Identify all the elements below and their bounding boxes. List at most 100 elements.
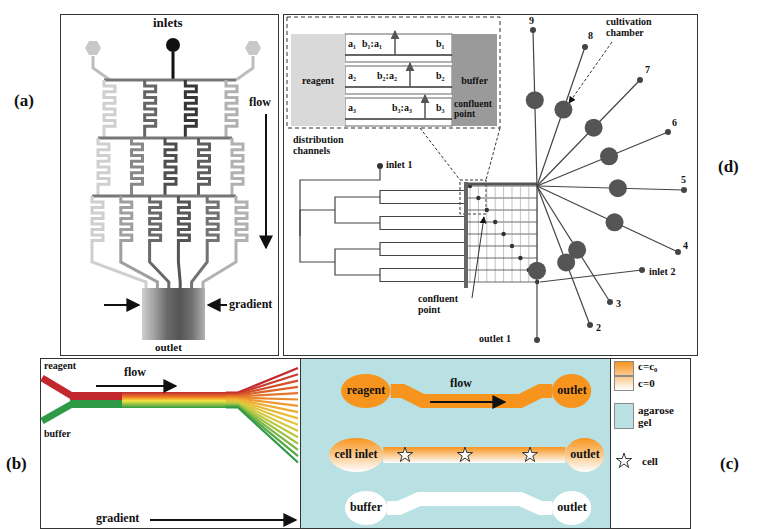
port-number: 8 [588,30,593,41]
channel-line [232,138,243,196]
port-dot [675,249,681,255]
channel-line [42,404,72,421]
channel-line [203,252,236,288]
tree-generator [85,38,266,340]
cultivation-chamber [554,101,572,119]
channel-line [425,216,466,217]
annotation-label: reagent [44,360,76,371]
inlet-port [245,41,261,55]
panel-frames [41,359,301,529]
panel-frames [61,15,279,356]
legend-label: c=0 [638,377,655,389]
channel-line [42,378,72,396]
confluent-bar [464,182,468,288]
channel-line [178,252,180,288]
node-label: cell inlet [335,448,378,461]
port-fill [329,438,383,472]
annotation-label: inlet 1 [386,159,412,170]
channel-line [226,374,298,393]
panel-frames [41,15,698,529]
annotation-label: cultivation chamber [606,16,672,38]
channel-line [178,196,189,252]
legend-label: cell [642,455,658,467]
channel-line [165,138,176,196]
annotation-label: b₂:a₂ [377,70,397,81]
channel-line [300,236,335,262]
direction-arrow [104,304,139,306]
channel-line [380,249,425,256]
y-junction-generator [70,400,122,408]
channel-line [335,210,380,223]
channel-line [540,270,642,282]
cultivation-chamber [609,179,627,197]
channel-line [537,132,668,186]
drawing [42,17,687,520]
node-label: reagent [302,75,334,86]
direction-arrow [569,42,612,103]
confluent-dot [501,232,505,236]
port-number: 6 [672,117,677,128]
direction-arrow [208,304,227,306]
panel-letter: (d) [718,158,739,177]
node-label: buffer [350,501,382,514]
port-dot [582,44,588,50]
annotation-label: a₁ [348,38,356,49]
port-number: 4 [683,240,688,251]
hydrogel-device [397,402,631,467]
channel-line [172,52,175,80]
channel-line [92,195,236,198]
channel-line [380,243,425,250]
channel-line [121,196,132,252]
port-dot [534,337,540,343]
channel-line [537,80,640,186]
channel-line [468,222,537,223]
channel-line [226,408,298,463]
channel-line [380,275,425,282]
annotation-label: flow [249,96,271,109]
channel-line [468,246,537,247]
channel-line [425,242,466,243]
channel-line [93,56,110,80]
port-fill [552,374,591,408]
cultivation-chamber [585,119,603,137]
channel-line [512,186,513,282]
cultivation-chamber [557,253,575,271]
splitting-unit [345,66,452,94]
channel-line [226,407,298,457]
channel-line [380,217,425,224]
node-label: outlet [557,501,586,514]
channel-line [425,255,466,256]
channel-line [199,138,210,196]
channel-line [226,381,298,395]
channel-line [468,183,537,186]
direction-arrow [96,385,176,387]
channel-line [226,393,298,396]
y-junction-generator [70,392,122,400]
y-junction-generator [42,368,298,520]
legend-swatch [614,403,634,429]
channel-line [425,190,466,191]
channel-line [425,203,466,204]
channel-line [300,169,380,236]
channel-line [335,249,380,262]
node-label: outlet [557,384,586,397]
channel-line [98,138,109,196]
channel-line [150,196,161,252]
port-dot [681,187,687,193]
direction-arrow [394,31,396,55]
channel-line [236,56,253,80]
annotation-label: confluent point [418,293,468,315]
panel-frames [610,359,611,529]
annotation-label: a₂ [348,70,356,81]
direction-arrow [150,519,296,521]
port-dot [530,27,536,33]
microchannel [387,499,552,508]
node-label: buffer [461,75,488,86]
confluent-dot [485,208,489,212]
channel-line [537,186,610,302]
port-dot [377,163,383,169]
channel-line [236,196,247,252]
y-junction-generator [122,392,226,408]
annotation-label: gradient [229,298,272,311]
